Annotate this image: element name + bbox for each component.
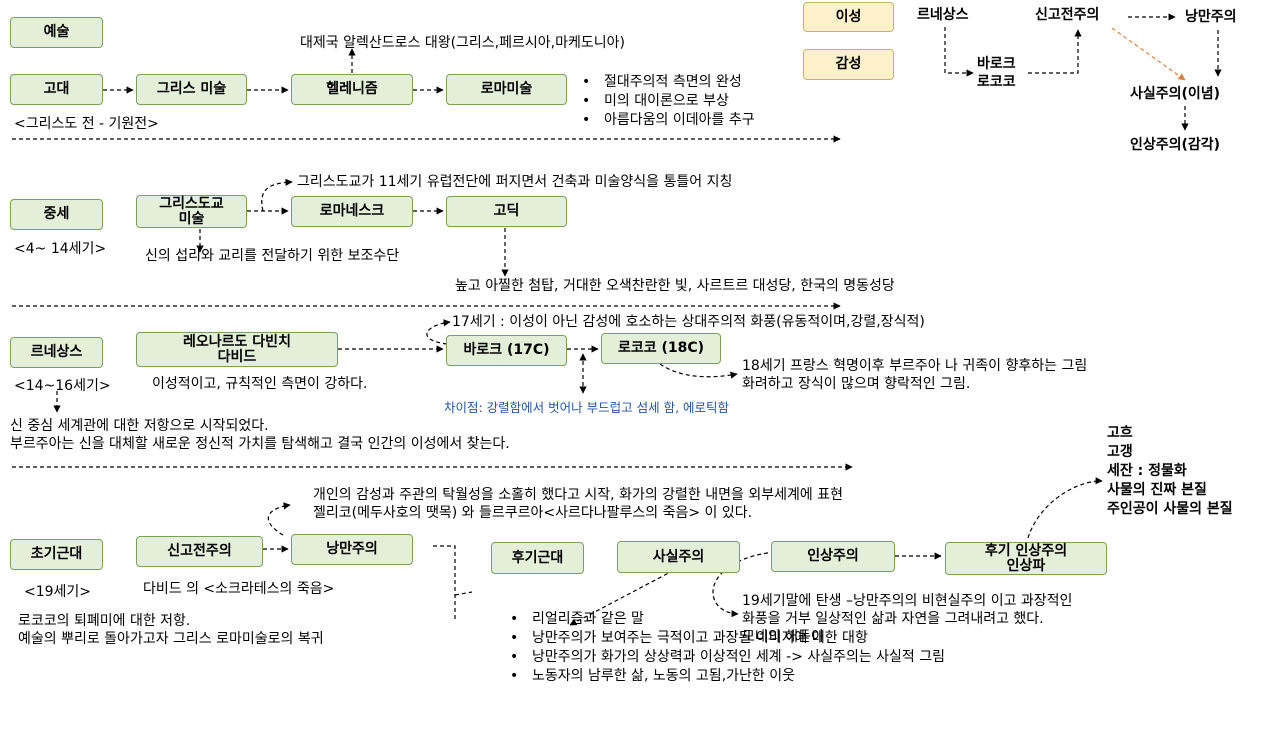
hellenism-box: 헬레니즘	[291, 74, 413, 105]
bracket-tick	[454, 591, 473, 596]
flow-neoclassicism: 신고전주의	[1035, 7, 1100, 23]
baroque-rococo-difference: 차이점: 강렬함에서 벗어나 부드럽고 섬세 함, 에로틱함	[444, 400, 730, 415]
renaissance-summary: 신 중심 세계관에 대한 저항으로 시작되었다. 부르주아는 신을 대체할 새로…	[10, 418, 510, 452]
early-modern-summary: 로코코의 퇴폐미에 대한 저항. 예술의 뿌리로 돌아가고자 그리스 로마미술로…	[18, 613, 324, 647]
romanesque-box: 로마네스크	[291, 196, 413, 227]
neoclassicism-note: 다비드 의 <소크라테스의 죽음>	[143, 581, 335, 597]
baroque-note: 17세기 : 이성이 아닌 감성에 호소하는 상대주의적 화풍(유동적이며,강렬…	[452, 314, 925, 330]
christian-purpose: 신의 섭리와 교리를 전달하기 위한 보조수단	[145, 248, 400, 264]
medieval-period: <4~ 14세기>	[14, 241, 107, 257]
impressionism-box: 인상주의	[771, 541, 895, 572]
post-impressionism-artists: 고흐 고갱 세잔 : 정물화 사물의 진짜 본질 주인공이 사물의 본질	[1107, 425, 1233, 517]
ancient-period: <그리스도 전 - 기원전>	[14, 116, 159, 132]
ancient-label: 고대	[10, 74, 103, 105]
hellenism-note: 대제국 알렉산드로스 대왕(그리스,페르시아,마케도니아)	[300, 35, 625, 51]
roman-art-box: 로마미술	[446, 74, 567, 105]
romanticism-box: 낭만주의	[291, 534, 413, 565]
medieval-label: 중세	[10, 199, 103, 230]
rococo-box: 로코코 (18C)	[601, 333, 721, 364]
early-modern-period: <19세기>	[24, 584, 92, 600]
flow-romanticism: 낭만주의	[1185, 9, 1237, 25]
art-label: 예술	[10, 17, 103, 48]
renaissance-period: <14~16세기>	[14, 378, 111, 394]
flow-realism: 사실주의(이념)	[1130, 86, 1221, 102]
ancient-bullet: 절대주의적 측면의 완성	[580, 73, 755, 92]
realism-box: 사실주의	[617, 541, 740, 573]
arrow-neoclassicism-realism	[1111, 27, 1186, 81]
post-impressionism-box: 후기 인상주의 인상파	[945, 542, 1107, 575]
arrow-impressionism-note	[712, 551, 776, 618]
renaissance-artists-box: 레오나르도 다빈치 다비드	[136, 332, 338, 367]
christian-note: 그리스도교가 11세기 유럽전단에 퍼지면서 건축과 미술양식을 통틀어 지칭	[297, 174, 733, 190]
ancient-bullet: 아름다움의 이데아를 추구	[580, 111, 755, 130]
late-modern-label: 후기근대	[491, 542, 584, 574]
gothic-box: 고딕	[446, 196, 567, 227]
neoclassicism-box: 신고전주의	[136, 536, 263, 567]
legend-emotion: 감성	[803, 49, 894, 80]
christian-art-box: 그리스도교 미술	[136, 195, 247, 228]
greek-art-box: 그리스 미술	[136, 74, 247, 105]
arrow-baroque-note	[426, 319, 451, 345]
arrow-christian-note	[261, 178, 293, 212]
realism-bullet: 노동자의 남루한 삶, 노동의 고됨,가난한 이웃	[508, 667, 945, 686]
arrow-rococo-note	[659, 363, 738, 379]
flow-renaissance: 르네상스	[917, 7, 969, 23]
realism-bullet: 낭만주의가 화가의 상상력과 이상적인 세계 -> 사실주의는 사실적 그림	[508, 648, 945, 667]
ancient-bullet: 미의 대이론으로 부상	[580, 92, 755, 111]
gothic-note: 높고 아찔한 첨탑, 거대한 오색찬란한 빛, 사르트르 대성당, 한국의 명동…	[455, 278, 895, 294]
arrow-romantic-bracket	[433, 545, 456, 620]
renaissance-artists-note: 이성적이고, 규칙적인 측면이 강하다.	[152, 376, 368, 392]
realism-bullet: 리얼리즘과 같은 말	[508, 610, 945, 629]
arrow-baroque-neoclassicism	[1028, 29, 1082, 74]
realism-bullet: 낭만주의가 보여주는 극적이고 과장된 이미지에 대한 대항	[508, 629, 945, 648]
early-modern-label: 초기근대	[10, 539, 103, 570]
legend-reason: 이성	[803, 2, 894, 32]
realism-bullets: 리얼리즘과 같은 말 낭만주의가 보여주는 극적이고 과장된 이미지에 대한 대…	[508, 610, 945, 686]
arrow-romantic-note	[267, 502, 291, 536]
romanticism-note: 개인의 감성과 주관의 탁월성을 소홀히 했다고 시작, 화가의 강렬한 내면을…	[313, 487, 843, 521]
arrow-renaissance-baroque	[944, 27, 974, 77]
renaissance-label: 르네상스	[10, 337, 103, 368]
flow-impressionism: 인상주의(감각)	[1130, 137, 1221, 153]
arrow-post-artists	[1027, 477, 1103, 539]
ancient-bullets: 절대주의적 측면의 완성 미의 대이론으로 부상 아름다움의 이데아를 추구	[580, 73, 755, 130]
rococo-note: 18세기 프랑스 혁명이후 부르주아 나 귀족이 향후하는 그림 화려하고 장식…	[742, 358, 1088, 392]
flow-baroque-rococo: 바로크 로코코	[977, 56, 1016, 90]
baroque-box: 바로크 (17C)	[446, 335, 567, 366]
